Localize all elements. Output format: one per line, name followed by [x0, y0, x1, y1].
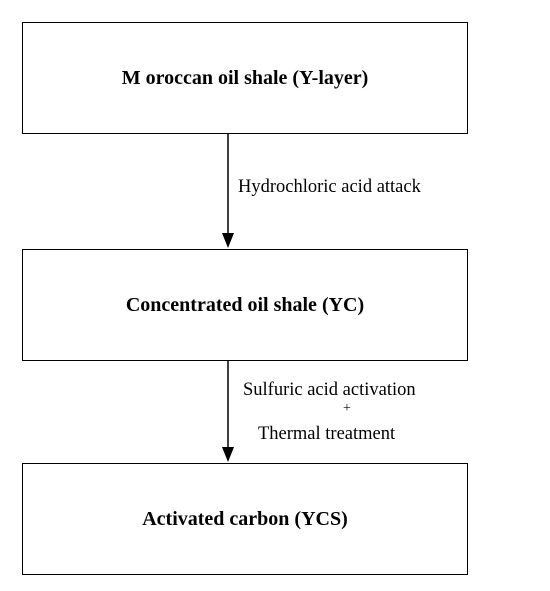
arrowhead-2 — [222, 447, 234, 462]
arrowhead-1 — [222, 233, 234, 248]
edge-label-hydrochloric: Hydrochloric acid attack — [238, 177, 421, 197]
node-moroccan-oil-shale: M oroccan oil shale (Y-layer) — [22, 22, 468, 134]
node-concentrated-oil-shale-label: Concentrated oil shale (YC) — [125, 293, 365, 316]
node-activated-carbon-label: Activated carbon (YCS) — [142, 507, 348, 530]
edge-label-plus: + — [343, 401, 351, 416]
node-concentrated-oil-shale: Concentrated oil shale (YC) — [22, 249, 468, 361]
node-moroccan-oil-shale-label: M oroccan oil shale (Y-layer) — [121, 66, 369, 89]
edge-label-thermal: Thermal treatment — [258, 424, 396, 444]
edge-label-sulfuric: Sulfuric acid activation — [243, 380, 416, 400]
node-activated-carbon: Activated carbon (YCS) — [22, 463, 468, 575]
